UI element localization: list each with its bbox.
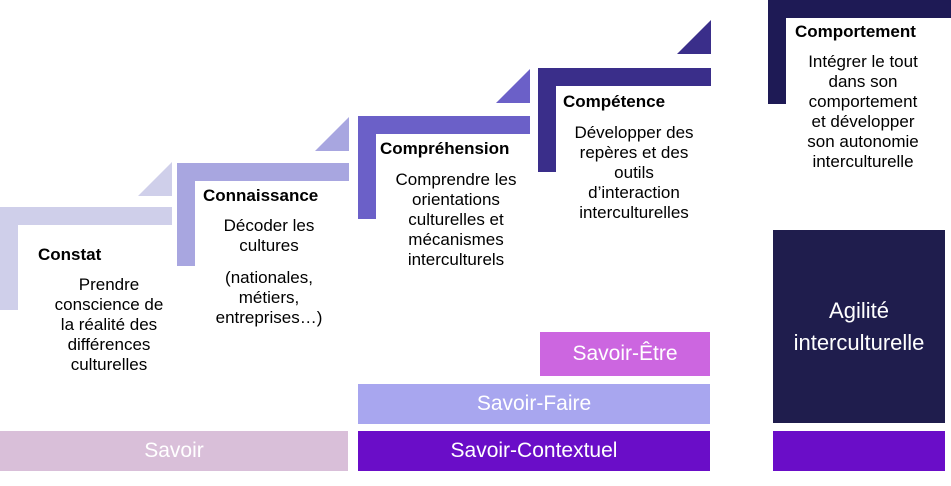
step-constat-side-bar	[0, 207, 18, 310]
step-comprehension-side-bar	[358, 116, 376, 219]
step-constat-title: Constat	[38, 245, 102, 264]
step-constat-desc: Prendre conscience de la réalité des dif…	[54, 275, 164, 374]
step-comportement-side-bar	[768, 0, 786, 104]
step-competence-arrow	[677, 20, 711, 54]
right-bottom-band	[773, 431, 945, 471]
agilite-label: Agilité interculturelle	[793, 297, 925, 355]
step-constat-arrow	[138, 162, 172, 196]
band-savoir-label: Savoir	[144, 439, 204, 462]
step-comportement-desc: Intégrer le tout dans son comportement e…	[807, 52, 919, 171]
step-connaissance-side-bar	[177, 163, 195, 266]
step-comportement-title: Comportement	[795, 22, 916, 41]
step-constat-top-bar	[0, 207, 172, 225]
band-savoir-contextuel: Savoir-Contextuel	[358, 431, 710, 471]
step-connaissance-desc: Décoder les cultures	[223, 216, 315, 255]
agilite-box: Agilité interculturelle	[773, 230, 945, 423]
band-savoir-contextuel-label: Savoir-Contextuel	[450, 439, 618, 462]
step-comportement-top-bar	[768, 0, 951, 18]
band-savoir: Savoir	[0, 431, 348, 471]
band-savoir-faire: Savoir-Faire	[358, 384, 710, 424]
step-connaissance-top-bar	[177, 163, 349, 181]
step-competence-desc: Développer des repères et des outils d’i…	[574, 123, 694, 222]
band-savoir-etre: Savoir-Être	[540, 332, 710, 376]
step-connaissance-title: Connaissance	[203, 186, 319, 205]
step-competence-side-bar	[538, 68, 556, 172]
step-comprehension-top-bar	[358, 116, 530, 134]
step-connaissance-desc-detail: (nationales, métiers, entreprises…)	[215, 268, 323, 327]
step-competence-top-bar	[538, 68, 711, 86]
step-competence-title: Compétence	[563, 92, 666, 111]
step-comprehension-arrow	[496, 69, 530, 103]
band-savoir-etre-label: Savoir-Être	[572, 342, 678, 365]
step-comprehension-desc: Comprendre les orientations culturelles …	[395, 170, 517, 269]
step-comprehension-title: Compréhension	[380, 139, 510, 158]
step-connaissance-arrow	[315, 117, 349, 151]
band-savoir-faire-label: Savoir-Faire	[476, 392, 592, 415]
